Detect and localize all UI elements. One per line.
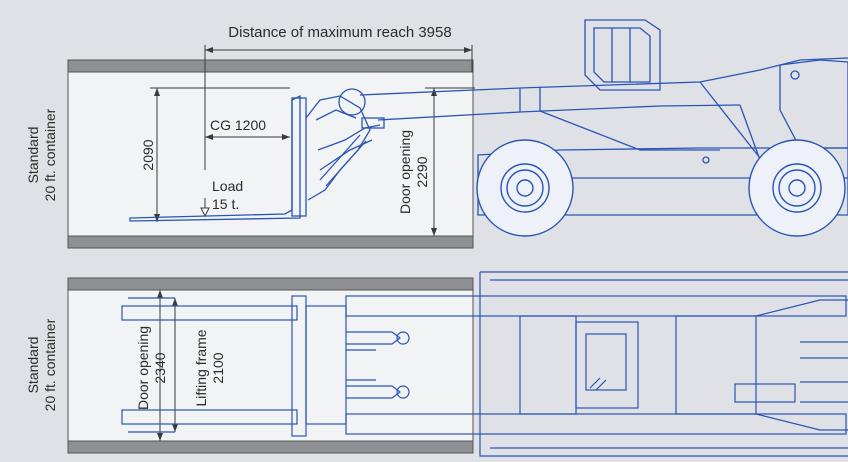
top-container-label-1: Standard [25, 337, 41, 394]
top-forks [121, 297, 298, 433]
top-door-label-1: Door opening [135, 326, 151, 410]
side-container-label-2: 20 ft. container [42, 108, 58, 201]
height-value: 2090 [140, 139, 156, 170]
side-shift-cylinder [338, 88, 366, 116]
frame-label-2: 2100 [210, 352, 226, 383]
cg-arrow-right [282, 134, 290, 140]
load-label-1: Load [212, 178, 243, 194]
boom-top [359, 57, 848, 96]
arrow-down [154, 214, 160, 222]
top-view: Standard 20 ft. container Door opening 2… [25, 271, 848, 457]
front-wheel [476, 139, 574, 237]
top-container-wall-near [67, 277, 474, 291]
height-dimension [150, 87, 290, 222]
counterweight [779, 59, 848, 149]
top-container [67, 277, 474, 454]
cab-window [593, 27, 651, 83]
lift-cylinder [539, 110, 720, 151]
top-machine [345, 271, 848, 457]
cab [584, 19, 661, 91]
door-label-2: 2290 [414, 156, 430, 187]
reach-label: Distance of maximum reach 3958 [228, 24, 451, 41]
cg-dimension [205, 134, 290, 140]
fork-far [121, 409, 298, 425]
top-door-dimension [157, 290, 163, 441]
side-fork-carriage [129, 88, 385, 222]
top-carriage [291, 295, 410, 437]
boom-bottom [377, 104, 741, 121]
top-container-wall-far [67, 440, 474, 454]
side-view: Distance of maximum reach 3958 Standard … [25, 19, 848, 249]
cg-arrow-left [205, 134, 213, 140]
boom-rail-far [345, 413, 847, 435]
frame-label-1: Lifting frame [193, 329, 209, 406]
top-container-interior [67, 277, 474, 454]
chassis [477, 147, 848, 216]
side-container-label-1: Standard [25, 127, 41, 184]
carriage-arm [305, 95, 371, 201]
door-dimension [425, 87, 475, 236]
cg-label: CG 1200 [210, 117, 266, 133]
container-roof [67, 59, 474, 73]
load-label-2: 15 t. [212, 196, 239, 212]
chassis-outline [479, 271, 848, 457]
carriage-plate [291, 97, 307, 217]
boom-rail-near [345, 295, 847, 317]
arrow-left [205, 47, 213, 53]
side-container [67, 59, 474, 249]
top-container-label-2: 20 ft. container [42, 318, 58, 411]
rear-wheel [748, 139, 846, 237]
top-cab [575, 321, 639, 409]
fork-near [121, 305, 298, 321]
arrow-up [154, 88, 160, 96]
container-interior [67, 59, 474, 249]
top-door-label-2: 2340 [152, 352, 168, 383]
reach-dimension [204, 45, 473, 170]
arrow-right [464, 47, 472, 53]
load-arrow [200, 198, 210, 218]
door-label-1: Door opening [397, 130, 413, 214]
container-floor [67, 235, 474, 249]
